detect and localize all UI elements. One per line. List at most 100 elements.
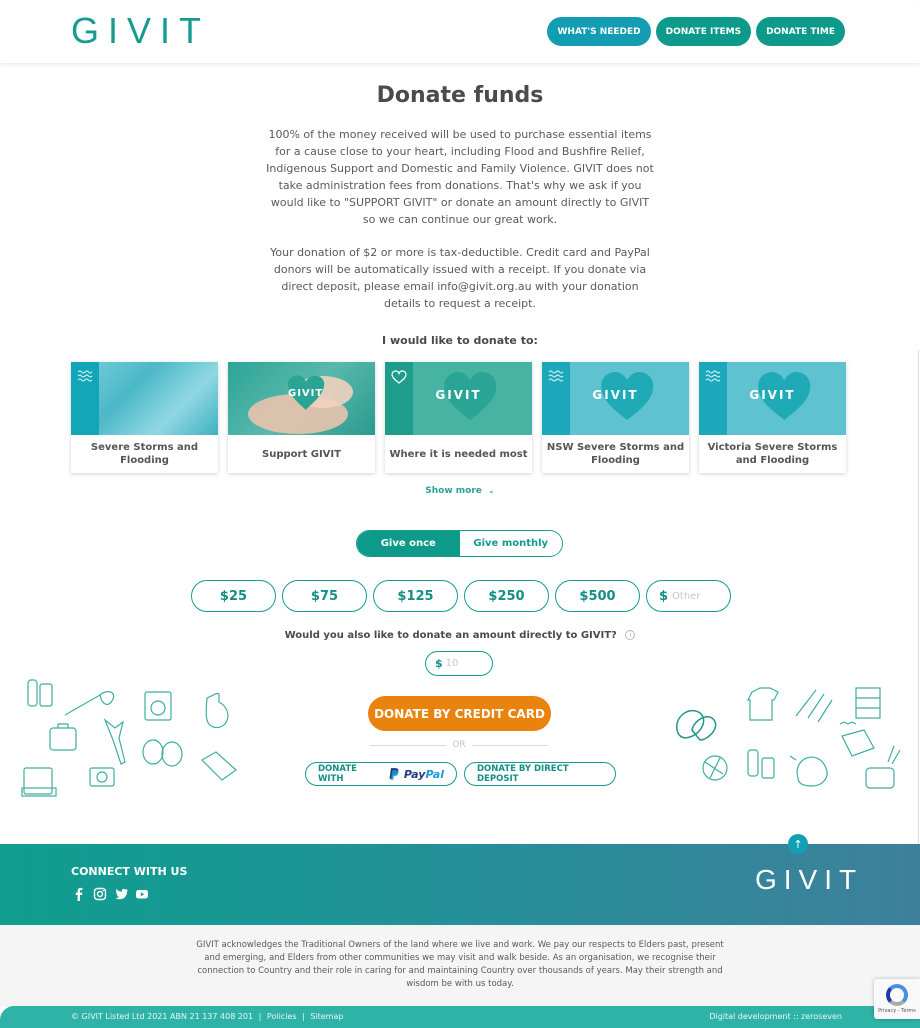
instagram-icon[interactable] (93, 887, 107, 901)
question-text: Would you also like to donate an amount … (284, 630, 617, 641)
utensils-icon (795, 689, 833, 723)
heart-label: GIVIT (435, 388, 482, 402)
card-image: GIVIT (542, 362, 689, 435)
info-icon[interactable]: i (625, 630, 636, 640)
drawers-icon (855, 687, 881, 719)
cause-card-needed-most[interactable]: GIVIT Where it is needed most (385, 362, 532, 473)
givit-amount-placeholder: 10 (445, 658, 459, 669)
show-more-link[interactable]: Show more ⌄ (0, 486, 920, 496)
footer-bottom-bar: © GIVIT Listed Ltd 2021 ABN 21 137 408 2… (0, 1006, 920, 1028)
recaptcha-links[interactable]: Privacy - Terms (878, 1008, 916, 1014)
give-once-tab[interactable]: Give once (357, 531, 460, 556)
donate-paypal-button[interactable]: DONATE WITH PayPal (305, 762, 457, 786)
give-monthly-tab[interactable]: Give monthly (459, 531, 562, 556)
connect-heading: CONNECT WITH US (71, 865, 188, 878)
cause-card-nsw-storms[interactable]: GIVIT NSW Severe Storms and Flooding (542, 362, 689, 473)
main-nav: WHAT'S NEEDED DONATE ITEMS DONATE TIME (547, 17, 845, 46)
bag-icon (49, 727, 77, 751)
developer-credit[interactable]: Digital development :: zeroseven (709, 1012, 842, 1021)
givit-logo[interactable]: GIVIT (71, 10, 211, 51)
copyright-text: © GIVIT Listed Ltd 2021 ABN 21 137 408 2… (71, 1012, 254, 1021)
recaptcha-icon (886, 984, 908, 1006)
camera-icon (89, 767, 115, 787)
doodle-illustrations-right (675, 687, 901, 789)
copyright-row: © GIVIT Listed Ltd 2021 ABN 21 137 408 2… (71, 1012, 344, 1021)
waves-icon (705, 370, 721, 382)
nav-donate-items[interactable]: DONATE ITEMS (655, 17, 752, 46)
currency-symbol: $ (659, 588, 669, 604)
givit-heart-icon (757, 372, 810, 420)
page-title: Donate funds (376, 83, 544, 108)
waves-icon (77, 370, 93, 382)
cause-cards: Severe Storms and Flooding GIVIT Support… (71, 362, 846, 473)
sitemap-link[interactable]: Sitemap (310, 1012, 344, 1021)
pillow-icon (839, 721, 875, 757)
facebook-icon[interactable] (72, 887, 86, 901)
cause-card-severe-storms[interactable]: Severe Storms and Flooding (71, 362, 218, 473)
shoes-icon (142, 739, 164, 765)
card-label: NSW Severe Storms and Flooding (546, 442, 685, 466)
givit-heart-icon (600, 372, 653, 420)
cause-card-victoria-storms[interactable]: GIVIT Victoria Severe Storms and Floodin… (699, 362, 846, 473)
card-label: Severe Storms and Flooding (90, 442, 199, 466)
card-image: GIVIT (385, 362, 532, 435)
heart-outline-icon (391, 370, 407, 384)
amount-25-button[interactable]: $25 (191, 580, 276, 612)
nav-donate-time[interactable]: DONATE TIME (756, 17, 845, 46)
card-label: Where it is needed most (389, 448, 528, 460)
paypal-wordmark: PayPal (403, 767, 444, 781)
policies-link[interactable]: Policies (266, 1012, 297, 1021)
other-amount-input[interactable]: $ Other (646, 580, 731, 612)
washing-machine-icon (144, 691, 172, 721)
card-image: GIVIT (228, 362, 375, 435)
kettle-icon (789, 755, 828, 787)
thongs-icon (675, 710, 717, 741)
drum-icon (865, 767, 895, 789)
or-divider: OR (370, 740, 548, 750)
waves-icon (548, 370, 564, 382)
card-label: Support GIVIT (262, 448, 341, 460)
heart-label: GIVIT (592, 388, 639, 402)
pump-bottle-icon (205, 692, 229, 729)
scrollbar-track[interactable] (918, 350, 919, 845)
frequency-toggle: Give once Give monthly (356, 530, 563, 557)
hands-heart-icon: GIVIT (248, 375, 353, 434)
book-icon (201, 751, 237, 781)
bottle-icon (27, 679, 38, 707)
tie-icon (103, 718, 126, 765)
amount-75-button[interactable]: $75 (282, 580, 367, 612)
amount-125-button[interactable]: $125 (373, 580, 458, 612)
footer-givit-logo[interactable]: GIVIT (755, 864, 864, 895)
youtube-icon[interactable] (135, 887, 149, 901)
chevron-down-icon: ⌄ (488, 486, 495, 495)
amount-500-button[interactable]: $500 (555, 580, 640, 612)
givit-question: Would you also like to donate an amount … (0, 630, 920, 641)
givit-amount-input[interactable]: $ 10 (425, 651, 493, 676)
ball-icon (702, 755, 728, 781)
intro-paragraph: 100% of the money received will be used … (266, 128, 654, 226)
site-footer: CONNECT WITH US GIVIT (0, 844, 920, 925)
card-label: Victoria Severe Storms and Flooding (707, 442, 838, 466)
amount-options: $25 $75 $125 $250 $500 $ Other (191, 580, 731, 612)
currency-symbol: $ (435, 657, 443, 670)
show-more-label: Show more (425, 486, 482, 496)
amount-250-button[interactable]: $250 (464, 580, 549, 612)
paypal-prefix: DONATE WITH (318, 764, 357, 784)
card-image (71, 362, 218, 435)
recaptcha-badge[interactable]: Privacy - Terms (874, 979, 920, 1019)
paypal-icon (389, 768, 399, 780)
twitter-icon[interactable] (114, 887, 128, 901)
cause-card-support-givit[interactable]: GIVIT Support GIVIT (228, 362, 375, 473)
back-to-top-button[interactable]: ↑ (788, 834, 808, 854)
can-icon (39, 683, 53, 707)
tax-paragraph: Your donation of $2 or more is tax-deduc… (270, 246, 650, 310)
laptop-icon (23, 767, 53, 795)
donate-direct-deposit-button[interactable]: DONATE BY DIRECT DEPOSIT (464, 762, 616, 786)
site-header: GIVIT WHAT'S NEEDED DONATE ITEMS DONATE … (0, 0, 920, 63)
tshirt-icon (747, 687, 779, 721)
nav-whats-needed[interactable]: WHAT'S NEEDED (547, 17, 651, 46)
donate-credit-card-button[interactable]: DONATE BY CREDIT CARD (368, 696, 551, 731)
doodle-illustrations-left (21, 679, 237, 797)
givit-heart-icon (443, 372, 496, 420)
alt-payment-buttons: DONATE WITH PayPal DONATE BY DIRECT DEPO… (305, 762, 616, 786)
